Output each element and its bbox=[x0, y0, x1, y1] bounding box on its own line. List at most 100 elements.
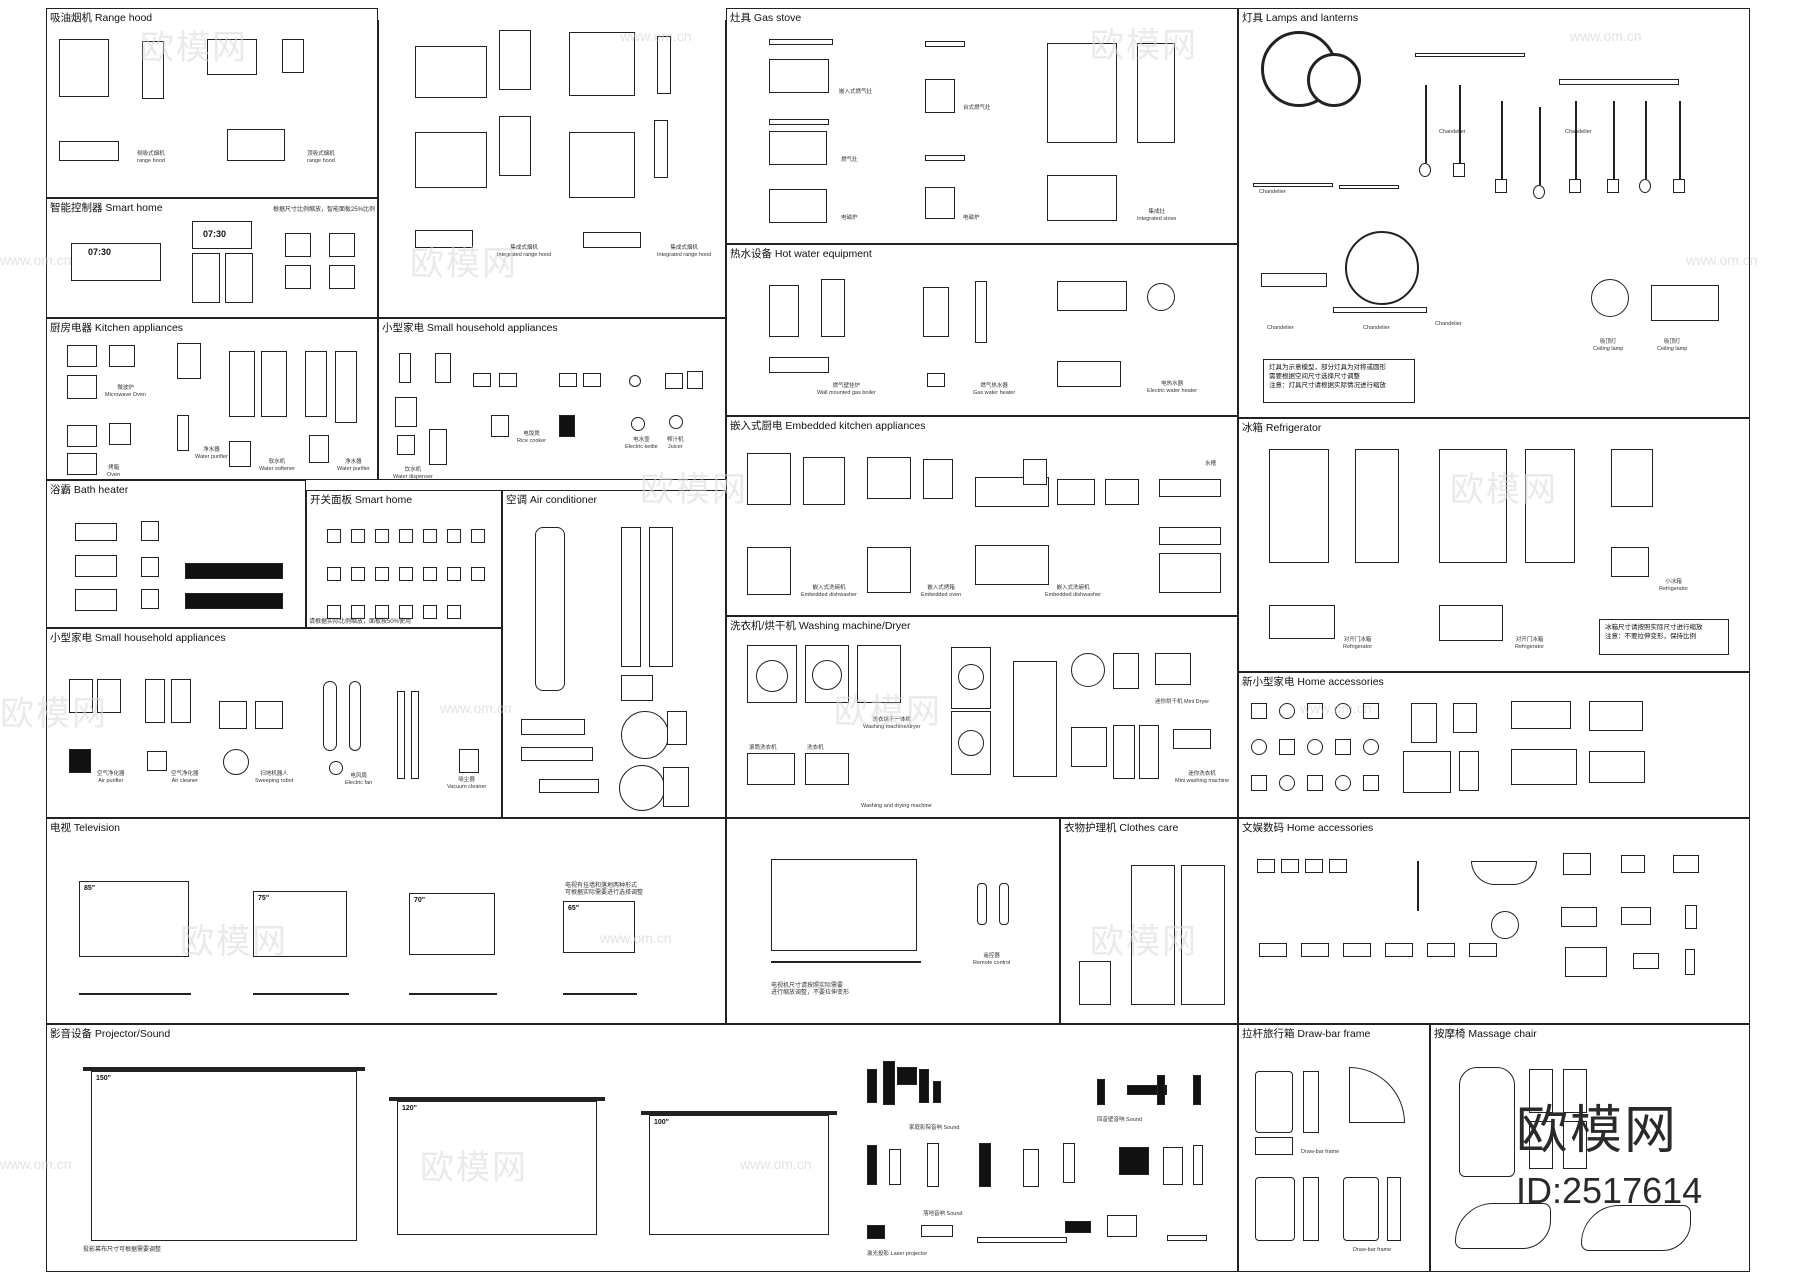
switch-panel-icon bbox=[399, 567, 413, 581]
rice-cooker-icon bbox=[499, 373, 517, 387]
digital-device-icon bbox=[1259, 943, 1287, 957]
coffee-machine-icon bbox=[1411, 703, 1437, 743]
speaker-icon bbox=[1193, 1145, 1203, 1185]
juicer-label: 榨汁机 Juicer bbox=[667, 437, 684, 450]
fridge-plan-icon bbox=[1611, 547, 1649, 577]
fridge-icon bbox=[1355, 449, 1399, 563]
ceiling-lamp-icon bbox=[1591, 279, 1629, 317]
oven-icon bbox=[867, 547, 911, 593]
section-kitchen-appliances: 厨房电器 Kitchen appliances 微波炉 Microwave Ov… bbox=[46, 318, 378, 480]
suitcase-icon bbox=[1303, 1071, 1319, 1133]
suitcase-icon bbox=[1255, 1177, 1295, 1241]
massage-chair-icon bbox=[1529, 1069, 1553, 1113]
digital-device-icon bbox=[1329, 859, 1347, 873]
switch-panel-icon bbox=[375, 605, 389, 619]
ac-split-icon bbox=[521, 719, 585, 735]
section-title: 热水设备 Hot water equipment bbox=[730, 248, 872, 260]
price-cooker-icon bbox=[559, 415, 575, 437]
range-hood-icon bbox=[415, 46, 487, 98]
ceiling-lamp-label: 吸顶灯 Ceiling lamp bbox=[1657, 339, 1688, 352]
speaker-icon bbox=[897, 1067, 917, 1085]
clothes-care-icon bbox=[1079, 961, 1111, 1005]
washer-plan-icon bbox=[747, 753, 795, 785]
bath-heater-icon bbox=[75, 555, 117, 577]
suitcase-icon bbox=[1303, 1177, 1319, 1241]
range-hood-icon bbox=[654, 120, 668, 178]
speaker-icon bbox=[883, 1061, 895, 1105]
digital-device-icon bbox=[1305, 859, 1323, 873]
suitcase-icon bbox=[1255, 1137, 1293, 1155]
sound-label: 回音壁音响 Sound bbox=[1097, 1117, 1142, 1123]
washer-dryer-icon bbox=[951, 647, 991, 709]
tv-size: 75" bbox=[258, 895, 270, 902]
switch-panel-icon bbox=[327, 567, 341, 581]
range-hood-icon bbox=[569, 132, 635, 198]
electric-heater-label: 电热水器 Electric water heater bbox=[1147, 381, 1198, 394]
smart-home-note: 根据尺寸比例缩放，智能面板25%比例 bbox=[273, 207, 376, 213]
ac-outdoor-fan-icon bbox=[621, 711, 669, 759]
drawbar-label: Draw-bar frame bbox=[1301, 1149, 1340, 1155]
projector-screen-top bbox=[641, 1111, 837, 1115]
section-title: 厨房电器 Kitchen appliances bbox=[50, 322, 184, 334]
ac-outdoor-fan-icon bbox=[619, 765, 665, 811]
suitcase-open-icon bbox=[1349, 1067, 1405, 1123]
integrated-stove-icon bbox=[1047, 175, 1117, 221]
watermark: 欧模网 bbox=[420, 1149, 528, 1187]
remote-icon bbox=[977, 883, 987, 925]
gas-stove-icon bbox=[925, 79, 955, 113]
section-small-household: 小型家电 Small household appliances 饮水机 Wate… bbox=[378, 318, 726, 480]
gas-stove-icon bbox=[769, 59, 829, 93]
washer-door-icon bbox=[958, 664, 984, 690]
watermark: 欧模网 bbox=[0, 695, 108, 733]
pendant-lamp-icon bbox=[1425, 85, 1427, 163]
washer-icon bbox=[805, 645, 849, 703]
projector-screen: 120" bbox=[397, 1101, 597, 1235]
drawbar-label: Draw-bar frame bbox=[1353, 1247, 1392, 1253]
speaker-icon bbox=[1063, 1143, 1075, 1183]
rice-cooker-label: 电饭煲 Rice cooker bbox=[517, 431, 547, 444]
section-title: 电视 Television bbox=[50, 822, 121, 834]
tv-note: 电视机尺寸请按照实际需要 进行缩放调整，不要拉伸变形 bbox=[771, 983, 850, 996]
juicer-icon bbox=[669, 415, 683, 429]
fridge-label: 对开门冰箱 Refrigerator bbox=[1515, 637, 1545, 650]
washer-dryer-icon bbox=[1013, 661, 1057, 777]
speaker-icon bbox=[927, 1143, 939, 1187]
digital-device-icon bbox=[1281, 859, 1299, 873]
induction-icon bbox=[769, 189, 827, 223]
rice-cooker-icon bbox=[491, 415, 509, 437]
water-softener-icon bbox=[229, 351, 255, 417]
gas-heater-icon bbox=[923, 287, 949, 337]
switch-panel-icon bbox=[399, 529, 413, 543]
pendant-lamp-icon bbox=[1459, 85, 1461, 163]
linear-lamp-icon bbox=[1415, 53, 1525, 57]
coffee-machine-icon bbox=[1403, 751, 1451, 793]
fridge-icon bbox=[1611, 449, 1653, 507]
gas-stove-icon bbox=[769, 131, 827, 165]
integrated-hood-plan-icon bbox=[415, 230, 473, 248]
section-title: 文娱数码 Home accessories bbox=[1242, 822, 1374, 834]
washer-door-icon bbox=[958, 730, 984, 756]
gas-heater-icon bbox=[927, 373, 945, 387]
section-title: 拉杆旅行箱 Draw-bar frame bbox=[1242, 1028, 1371, 1040]
printer-icon bbox=[1673, 855, 1699, 873]
water-dispenser-icon bbox=[429, 429, 447, 465]
dehumidifier-icon bbox=[219, 701, 247, 729]
fridge-note: 冰箱尺寸请按照实际尺寸进行缩放 注意：不要拉伸变形，保持比例 bbox=[1599, 619, 1729, 655]
speaker-icon bbox=[889, 1149, 901, 1185]
range-hood-icon bbox=[282, 39, 304, 73]
pendant-lamp-icon bbox=[1419, 163, 1431, 177]
sweeping-robot-icon bbox=[223, 749, 249, 775]
chandelier-icon bbox=[1333, 307, 1427, 313]
linear-lamp-icon bbox=[1559, 79, 1679, 85]
espresso-icon bbox=[1589, 701, 1643, 731]
section-range-hood-more: 集成式烟机 Integrated range hood 集成式烟机 Integr… bbox=[378, 20, 726, 318]
air-purifier-label: 空气净化器 Air purifier bbox=[97, 771, 125, 784]
washer-icon bbox=[857, 645, 901, 703]
remote-icon bbox=[999, 883, 1009, 925]
smart-panel-icon bbox=[329, 265, 355, 289]
brand-logo: 欧模网 bbox=[1516, 1102, 1679, 1160]
projector-screen: 150" bbox=[91, 1071, 357, 1241]
projector-screen-top bbox=[389, 1097, 605, 1101]
clock-display: 07:30 bbox=[88, 247, 112, 257]
switch-panel-icon bbox=[471, 567, 485, 581]
